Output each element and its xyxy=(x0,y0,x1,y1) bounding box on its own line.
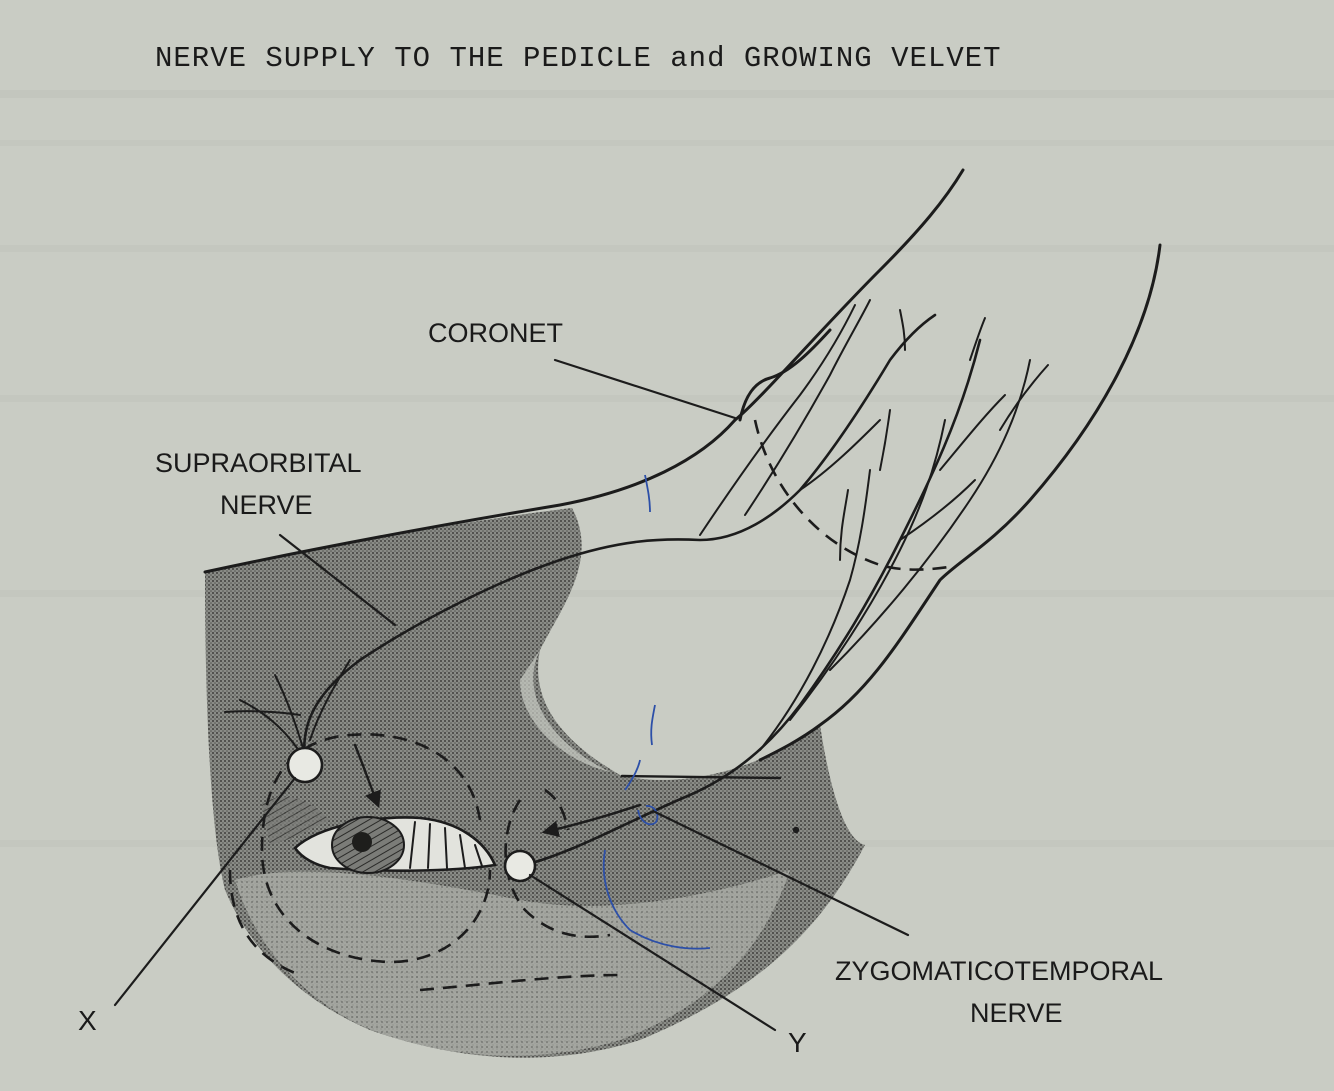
label-y: Y xyxy=(788,1027,807,1058)
diagram-title: NERVE SUPPLY TO THE PEDICLE and GROWING … xyxy=(155,42,1002,75)
label-supraorbital-line1: SUPRAORBITAL xyxy=(155,448,362,478)
label-zygomaticotemporal-line1: ZYGOMATICOTEMPORAL xyxy=(835,956,1163,986)
label-coronet: CORONET xyxy=(428,318,563,348)
label-supraorbital-line2: NERVE xyxy=(220,490,313,520)
supraorbital-foramen-x xyxy=(288,748,322,782)
label-x: X xyxy=(78,1005,97,1036)
label-zygomaticotemporal-line2: NERVE xyxy=(970,998,1063,1028)
